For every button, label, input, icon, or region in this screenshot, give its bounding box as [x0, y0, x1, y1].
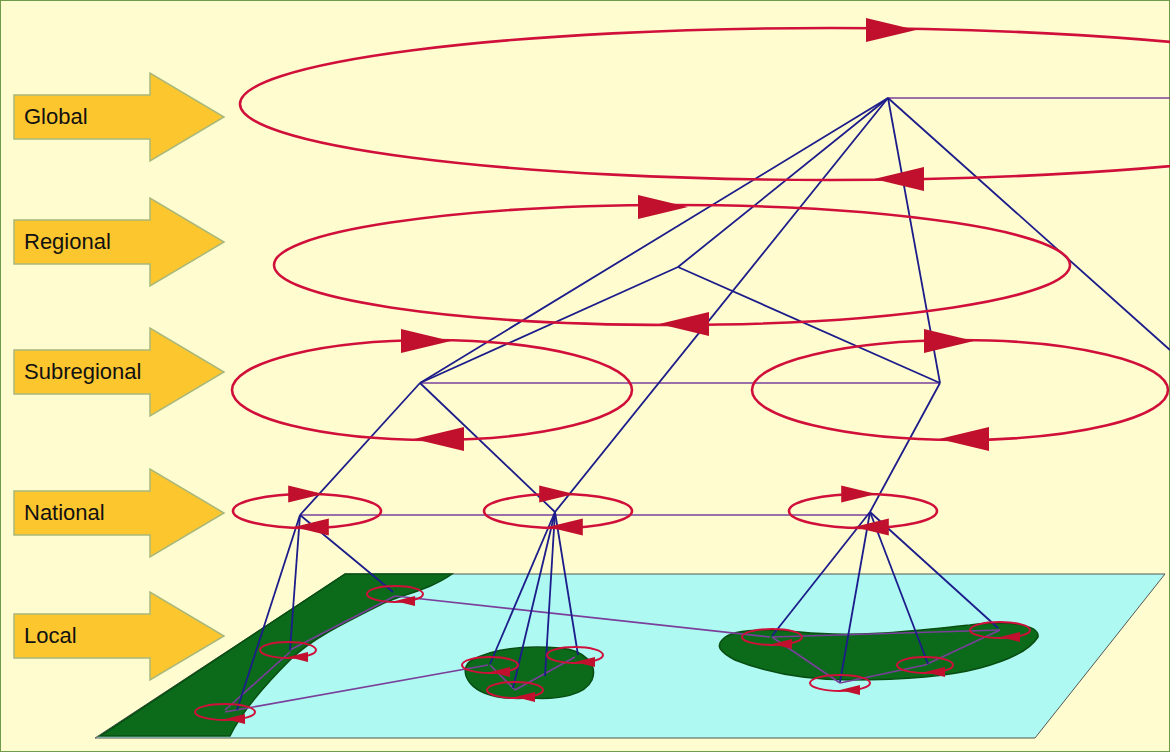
scale-arrow: Local [12, 590, 226, 682]
scale-arrow: Global [12, 71, 226, 163]
scale-label: Local [24, 625, 77, 647]
arrow-outline [14, 73, 224, 161]
scale-arrow: Subregional [12, 326, 226, 418]
scale-label: Subregional [24, 361, 141, 383]
scale-label: National [24, 502, 105, 524]
arrow-outline [14, 198, 224, 286]
scale-arrow: Regional [12, 196, 226, 288]
scale-arrow: National [12, 467, 226, 559]
scale-label: Global [24, 106, 88, 128]
arrow-outline [14, 469, 224, 557]
scale-label: Regional [24, 231, 111, 253]
arrow-outline [14, 328, 224, 416]
arrow-outline [14, 592, 224, 680]
